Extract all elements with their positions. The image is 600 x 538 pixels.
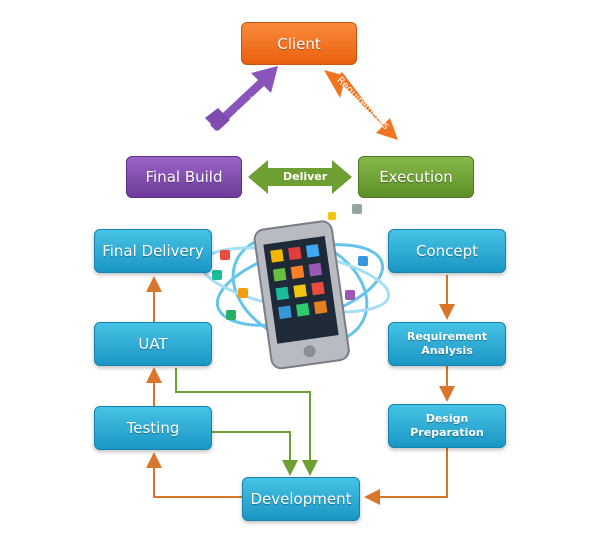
deliver-label: Deliver <box>283 170 328 183</box>
testing-label: Testing <box>126 419 180 437</box>
final-build-box: Final Build <box>126 156 242 198</box>
final-delivery-box: Final Delivery <box>94 229 212 273</box>
requirements-arrow <box>324 70 398 140</box>
testing-box: Testing <box>94 406 212 450</box>
execution-label: Execution <box>379 168 453 186</box>
final-build-label: Final Build <box>145 168 223 186</box>
deliver-arrow <box>248 160 352 194</box>
connector-uat-development <box>175 368 318 476</box>
concept-label: Concept <box>415 242 479 260</box>
design-preparation-label: Design Preparation <box>410 412 484 439</box>
phone-icon <box>253 220 350 370</box>
final-delivery-label: Final Delivery <box>102 242 204 260</box>
floating-app-icons <box>212 204 368 320</box>
concept-box: Concept <box>388 229 506 273</box>
requirement-analysis-label: Requirement Analysis <box>406 330 488 357</box>
execution-box: Execution <box>358 156 474 198</box>
requirement-analysis-box: Requirement Analysis <box>388 322 506 366</box>
green-connectors <box>175 368 318 476</box>
flow-connectors <box>146 275 455 505</box>
uat-label: UAT <box>138 335 168 353</box>
connector-design-development <box>364 448 448 505</box>
client-box: Client <box>241 22 357 65</box>
uat-box: UAT <box>94 322 212 366</box>
connector-development-testing <box>146 452 242 498</box>
development-box: Development <box>242 477 360 521</box>
development-label: Development <box>250 490 352 508</box>
connector-testing-development <box>212 431 298 476</box>
client-label: Client <box>277 34 321 53</box>
design-preparation-box: Design Preparation <box>388 404 506 448</box>
upload-arrow <box>205 66 278 131</box>
